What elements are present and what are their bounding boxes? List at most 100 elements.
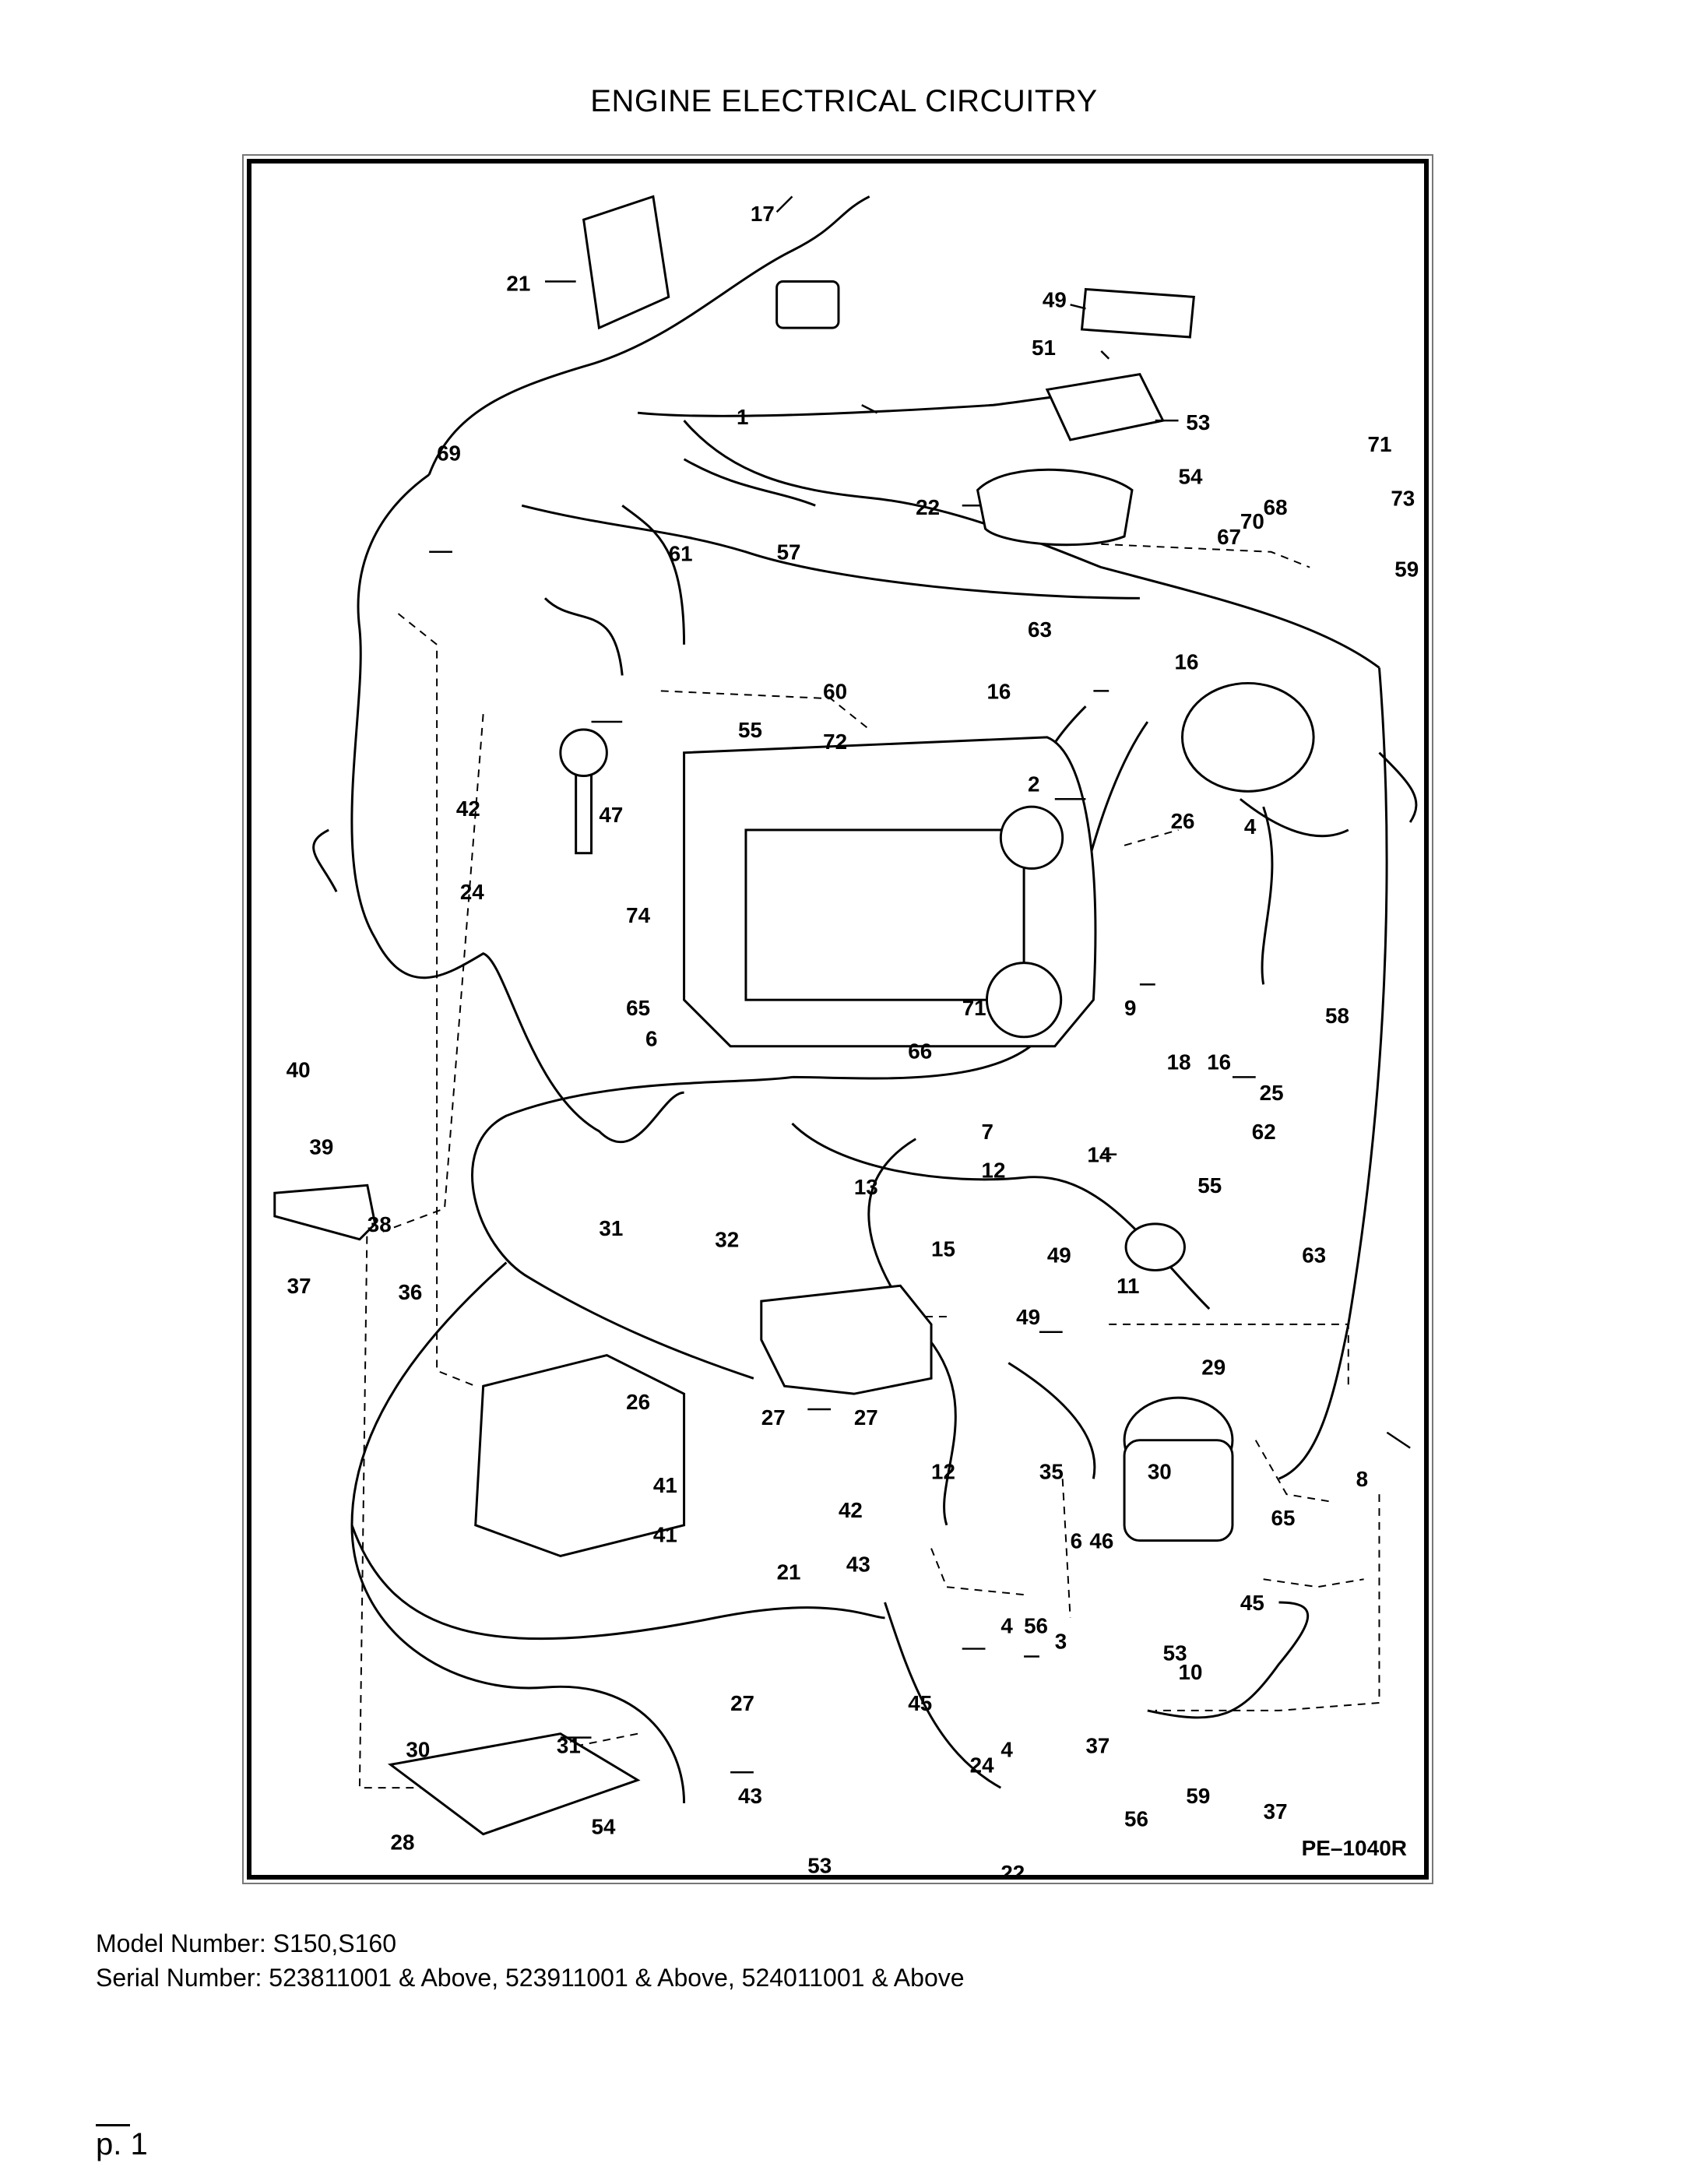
callout-label: 24 xyxy=(970,1753,994,1777)
callout-label: 45 xyxy=(908,1691,932,1715)
callout-label: 35 xyxy=(1039,1459,1064,1483)
callout-label: 72 xyxy=(823,730,847,754)
callout-label: 30 xyxy=(406,1737,430,1761)
callout-label: 6 xyxy=(1071,1529,1082,1553)
callout-label: 10 xyxy=(1179,1660,1203,1684)
wiring-diagram: 17 1 21 49 51 53 54 22 61 57 69 60 72 55… xyxy=(273,195,1419,1875)
callout-label: 55 xyxy=(1197,1173,1222,1198)
callout-label: 16 xyxy=(1207,1050,1231,1074)
callout-label: 27 xyxy=(730,1691,754,1715)
callout-label: 42 xyxy=(456,797,480,821)
callout-label: 53 xyxy=(1186,410,1210,434)
callout-label: 26 xyxy=(1171,809,1195,833)
callout-label: 54 xyxy=(1179,464,1203,488)
callout-label: 4 xyxy=(1000,1737,1013,1761)
callout-label: 27 xyxy=(854,1405,878,1430)
callout-label: 40 xyxy=(287,1057,311,1081)
callout-label: 66 xyxy=(908,1039,932,1064)
callout-label: 3 xyxy=(1055,1630,1067,1654)
callout-label: 43 xyxy=(846,1552,870,1576)
footer-rule xyxy=(96,2124,130,2126)
callout-label: 54 xyxy=(592,1815,616,1839)
callout-label: 31 xyxy=(599,1216,623,1240)
callout-label: 30 xyxy=(1148,1459,1172,1483)
callout-label: 65 xyxy=(1271,1506,1296,1530)
callout-label: 49 xyxy=(1016,1305,1040,1329)
callout-label: 43 xyxy=(738,1784,762,1808)
callout-label: 49 xyxy=(1043,287,1067,311)
callout-label: 15 xyxy=(931,1237,955,1261)
drawing-reference-code: PE–1040R xyxy=(1301,1836,1407,1860)
callout-label: 31 xyxy=(557,1733,581,1757)
callout-label: 2 xyxy=(1028,772,1039,796)
callout-label: 60 xyxy=(823,679,847,703)
callout-label: 37 xyxy=(287,1274,311,1298)
diagram-frame-outline xyxy=(242,154,1433,1884)
callout-label: 73 xyxy=(1391,486,1415,510)
callout-label: 41 xyxy=(653,1473,677,1497)
callout-label: 6 xyxy=(645,1027,657,1051)
callout-label: 67 xyxy=(1217,525,1241,549)
callout-label: 4 xyxy=(1000,1614,1013,1638)
callout-label: 4 xyxy=(1244,814,1257,839)
callout-label: 12 xyxy=(931,1459,955,1483)
callout-label: 21 xyxy=(506,271,530,295)
page-number: p. 1 xyxy=(96,2127,148,2161)
callout-label: 69 xyxy=(437,441,461,466)
callout-label: 53 xyxy=(1163,1641,1187,1665)
callout-label: 26 xyxy=(626,1390,650,1414)
callout-label: 32 xyxy=(715,1228,739,1252)
callout-label: 51 xyxy=(1032,336,1056,360)
callout-label: 71 xyxy=(1368,432,1392,456)
page-title: ENGINE ELECTRICAL CIRCUITRY xyxy=(590,84,1098,118)
callout-label: 13 xyxy=(854,1175,878,1199)
diagram-frame: 17 1 21 49 51 53 54 22 61 57 69 60 72 55… xyxy=(247,159,1429,1880)
callout-label: 39 xyxy=(309,1135,333,1159)
callout-label: 22 xyxy=(916,495,940,519)
callout-label: 36 xyxy=(398,1280,422,1304)
callout-label: 58 xyxy=(1325,1004,1349,1028)
callout-label: 16 xyxy=(986,679,1011,703)
callout-label: 29 xyxy=(1201,1355,1226,1379)
callout-label: 17 xyxy=(751,202,775,226)
callout-label: 24 xyxy=(460,880,484,904)
callout-label: 62 xyxy=(1252,1120,1276,1144)
callout-labels: 17 1 21 49 51 53 54 22 61 57 69 60 72 55… xyxy=(287,202,1419,1875)
callout-label: 18 xyxy=(1167,1050,1191,1074)
callout-label: 61 xyxy=(669,542,693,566)
callout-label: 37 xyxy=(1264,1799,1288,1824)
callout-label: 71 xyxy=(962,996,986,1020)
callout-label: 22 xyxy=(1000,1861,1025,1875)
callout-label: 65 xyxy=(626,996,650,1020)
callout-label: 41 xyxy=(653,1523,677,1547)
callout-label: 70 xyxy=(1240,509,1264,533)
callout-label: 21 xyxy=(777,1560,801,1584)
callout-label: 56 xyxy=(1024,1614,1048,1638)
callout-label: 42 xyxy=(839,1498,863,1522)
callout-label: 63 xyxy=(1028,617,1052,642)
callout-label: 45 xyxy=(1240,1591,1264,1615)
serial-number: Serial Number: 523811001 & Above, 523911… xyxy=(96,1964,965,1992)
callout-label: 59 xyxy=(1394,557,1419,582)
callout-label: 27 xyxy=(761,1405,786,1430)
callout-label: 37 xyxy=(1085,1733,1110,1757)
callout-label: 8 xyxy=(1356,1467,1368,1491)
callout-label: 14 xyxy=(1087,1143,1111,1167)
callout-label: 11 xyxy=(1117,1274,1139,1298)
callout-label: 68 xyxy=(1264,495,1288,519)
callout-label: 46 xyxy=(1089,1529,1113,1553)
callout-label: 28 xyxy=(391,1831,415,1855)
callout-label: 7 xyxy=(982,1120,993,1144)
model-number: Model Number: S150,S160 xyxy=(96,1929,396,1957)
callout-label: 55 xyxy=(738,718,762,742)
callout-label: 47 xyxy=(599,803,623,827)
callout-label: 16 xyxy=(1175,650,1199,674)
callout-label: 12 xyxy=(982,1158,1006,1182)
callout-label: 38 xyxy=(367,1212,392,1236)
callout-label: 56 xyxy=(1124,1807,1148,1831)
callout-label: 74 xyxy=(626,903,650,927)
callout-label: 57 xyxy=(777,540,801,564)
callout-label: 1 xyxy=(737,405,748,429)
callout-label: 9 xyxy=(1124,996,1136,1020)
callout-label: 49 xyxy=(1047,1243,1071,1268)
